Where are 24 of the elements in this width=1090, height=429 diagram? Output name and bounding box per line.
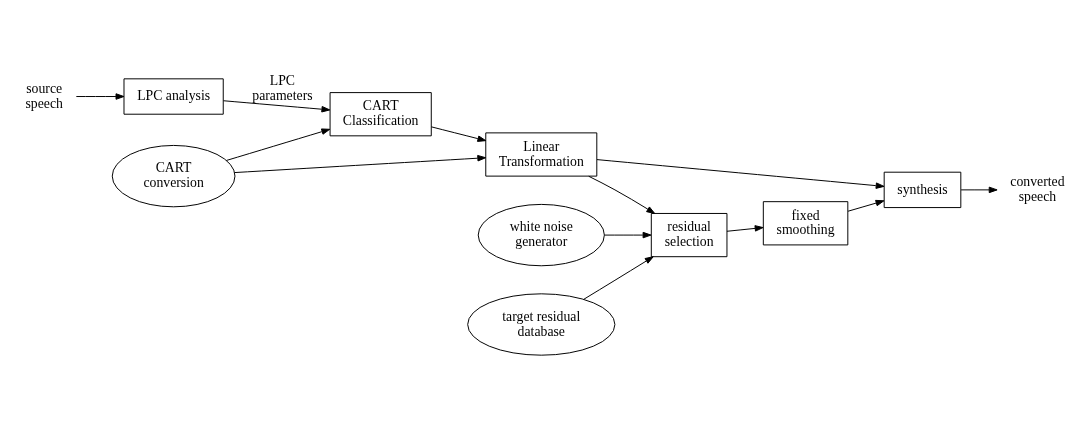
node-text: source speech — [25, 80, 63, 111]
arrow — [234, 154, 487, 174]
node-box: fixed smoothing — [762, 201, 849, 246]
node-box: synthesis — [883, 171, 962, 209]
node-box: Linear Transformation — [485, 132, 598, 177]
arrow — [588, 175, 656, 214]
arrow — [596, 159, 885, 189]
node-ellipse: white noise generator — [477, 203, 605, 267]
arrow — [847, 199, 885, 212]
arrow — [430, 126, 487, 142]
node-box: LPC analysis — [123, 78, 224, 115]
edge-label: LPC parameters — [252, 72, 313, 103]
arrow — [583, 256, 654, 300]
node-box: residual selection — [650, 212, 728, 258]
node-ellipse: target residual database — [467, 293, 616, 356]
arrow — [223, 100, 331, 113]
arrow — [75, 93, 125, 100]
node-ellipse: CART conversion — [111, 144, 236, 208]
arrow — [726, 225, 764, 232]
arrow — [960, 186, 998, 194]
arrow — [225, 128, 331, 161]
node-box: CART Classification — [329, 92, 432, 137]
node-text: converted speech — [1010, 174, 1065, 204]
arrow — [604, 231, 652, 239]
